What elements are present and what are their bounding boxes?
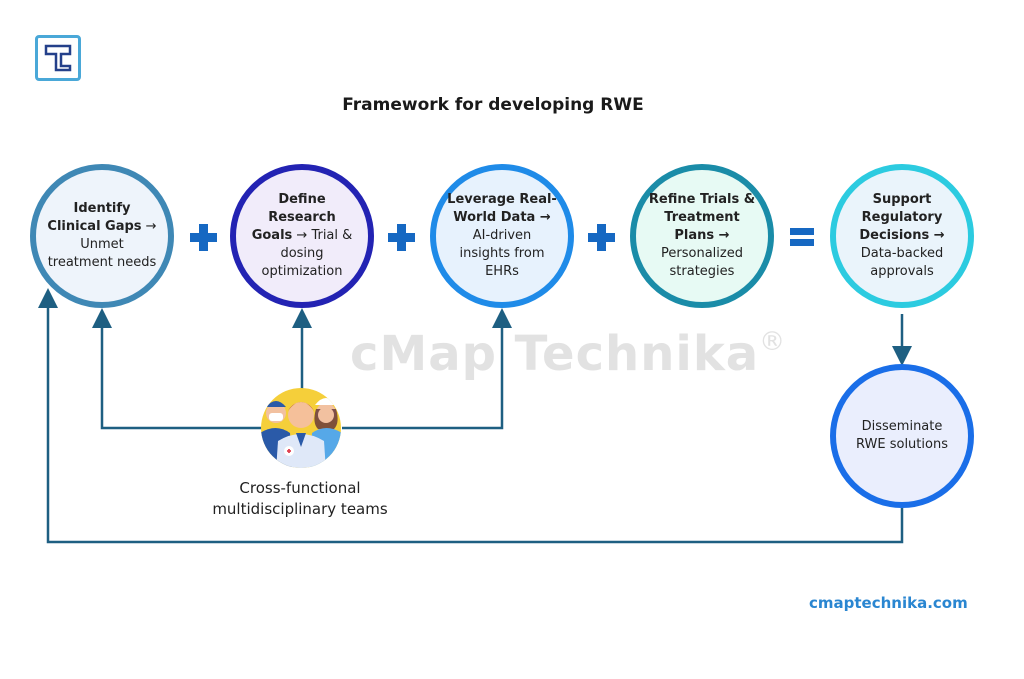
step-heading: Define Research Goals (251, 192, 336, 243)
diagram-title: Framework for developing RWE (342, 95, 644, 115)
step-description: AI-driven insights from EHRs (459, 228, 545, 279)
team-label-line1: Cross-functional (239, 479, 361, 497)
step-disseminate-rwe: Disseminate RWE solutions (830, 364, 974, 508)
step-heading: Leverage Real-World Data → (447, 192, 557, 225)
equals-operator (790, 226, 814, 248)
step-text: Leverage Real-World Data → AI-driven ins… (446, 191, 558, 281)
watermark-text: cMap Technika (350, 326, 760, 382)
step-description: Personalized strategies (661, 246, 743, 279)
step-text: Refine Trials & Treatment Plans → Person… (646, 191, 758, 281)
plus-operator (588, 224, 615, 251)
step-leverage-real-world-data: Leverage Real-World Data → AI-driven ins… (430, 164, 574, 308)
step-text: Define Research Goals → Trial & dosing o… (246, 191, 358, 281)
step-identify-clinical-gaps: Identify Clinical Gaps → Unmet treatment… (30, 164, 174, 308)
watermark: cMap Technika® (350, 326, 786, 382)
step-description: Data-backed approvals (860, 246, 944, 279)
company-logo (35, 35, 81, 81)
medical-team-icon (261, 388, 341, 468)
connector-feedback-loop (38, 288, 904, 544)
logo-t-icon (44, 44, 72, 72)
step-description: → Unmet treatment needs (47, 219, 157, 270)
website-link[interactable]: cmaptechnika.com (809, 594, 968, 612)
step-heading: Refine Trials & Treatment Plans → (648, 192, 756, 243)
registered-mark: ® (759, 327, 787, 357)
step-define-research-goals: Define Research Goals → Trial & dosing o… (230, 164, 374, 308)
step-text: Disseminate RWE solutions (846, 418, 958, 454)
step-description: Disseminate RWE solutions (856, 419, 948, 452)
step-text: Support Regulatory Decisions → Data-back… (846, 191, 958, 281)
plus-operator (388, 224, 415, 251)
step-text: Identify Clinical Gaps → Unmet treatment… (46, 200, 158, 272)
step-heading: Support Regulatory Decisions → (859, 192, 945, 243)
team-label-line2: multidisciplinary teams (212, 500, 388, 518)
step-heading: Identify Clinical Gaps (47, 201, 142, 234)
plus-operator (190, 224, 217, 251)
step-refine-trials: Refine Trials & Treatment Plans → Person… (630, 164, 774, 308)
connector-team-to-identify (92, 308, 262, 430)
step-description: → Trial & dosing optimization (261, 228, 353, 279)
connector-team-to-leverage (342, 308, 512, 430)
step-support-regulatory-decisions: Support Regulatory Decisions → Data-back… (830, 164, 974, 308)
team-label: Cross-functional multidisciplinary teams (200, 478, 400, 520)
